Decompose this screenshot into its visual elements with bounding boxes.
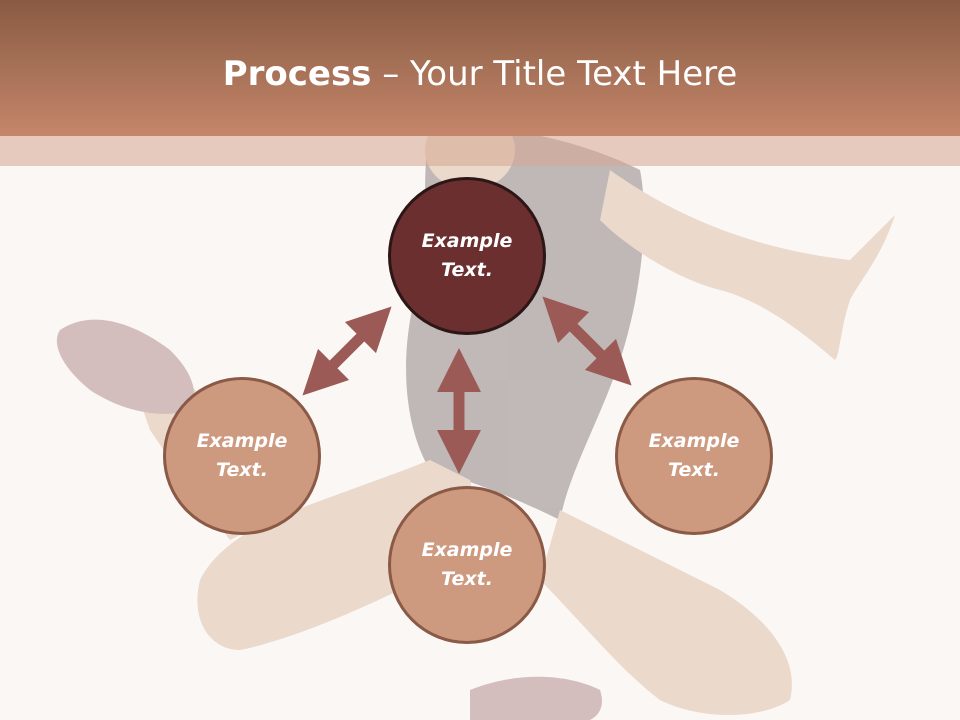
title-header-bar (0, 0, 960, 136)
left-circle: Example Text. (163, 377, 321, 535)
arrow-center-right (542, 296, 632, 386)
header-accent-band (0, 136, 960, 166)
right-circle: Example Text. (615, 377, 773, 535)
left-circle-label: Example Text. (196, 430, 288, 481)
right-circle-label: Example Text. (648, 430, 740, 481)
bottom-circle-label: Example Text. (421, 539, 513, 590)
title-bold: Process (222, 54, 372, 94)
page-title: Process – Your Title Text Here (0, 52, 960, 96)
bottom-circle: Example Text. (388, 486, 546, 644)
center-circle-label: Example Text. (421, 230, 513, 281)
arrow-center-left (302, 306, 392, 396)
title-rest: – Your Title Text Here (371, 54, 738, 94)
center-circle: Example Text. (388, 177, 546, 335)
